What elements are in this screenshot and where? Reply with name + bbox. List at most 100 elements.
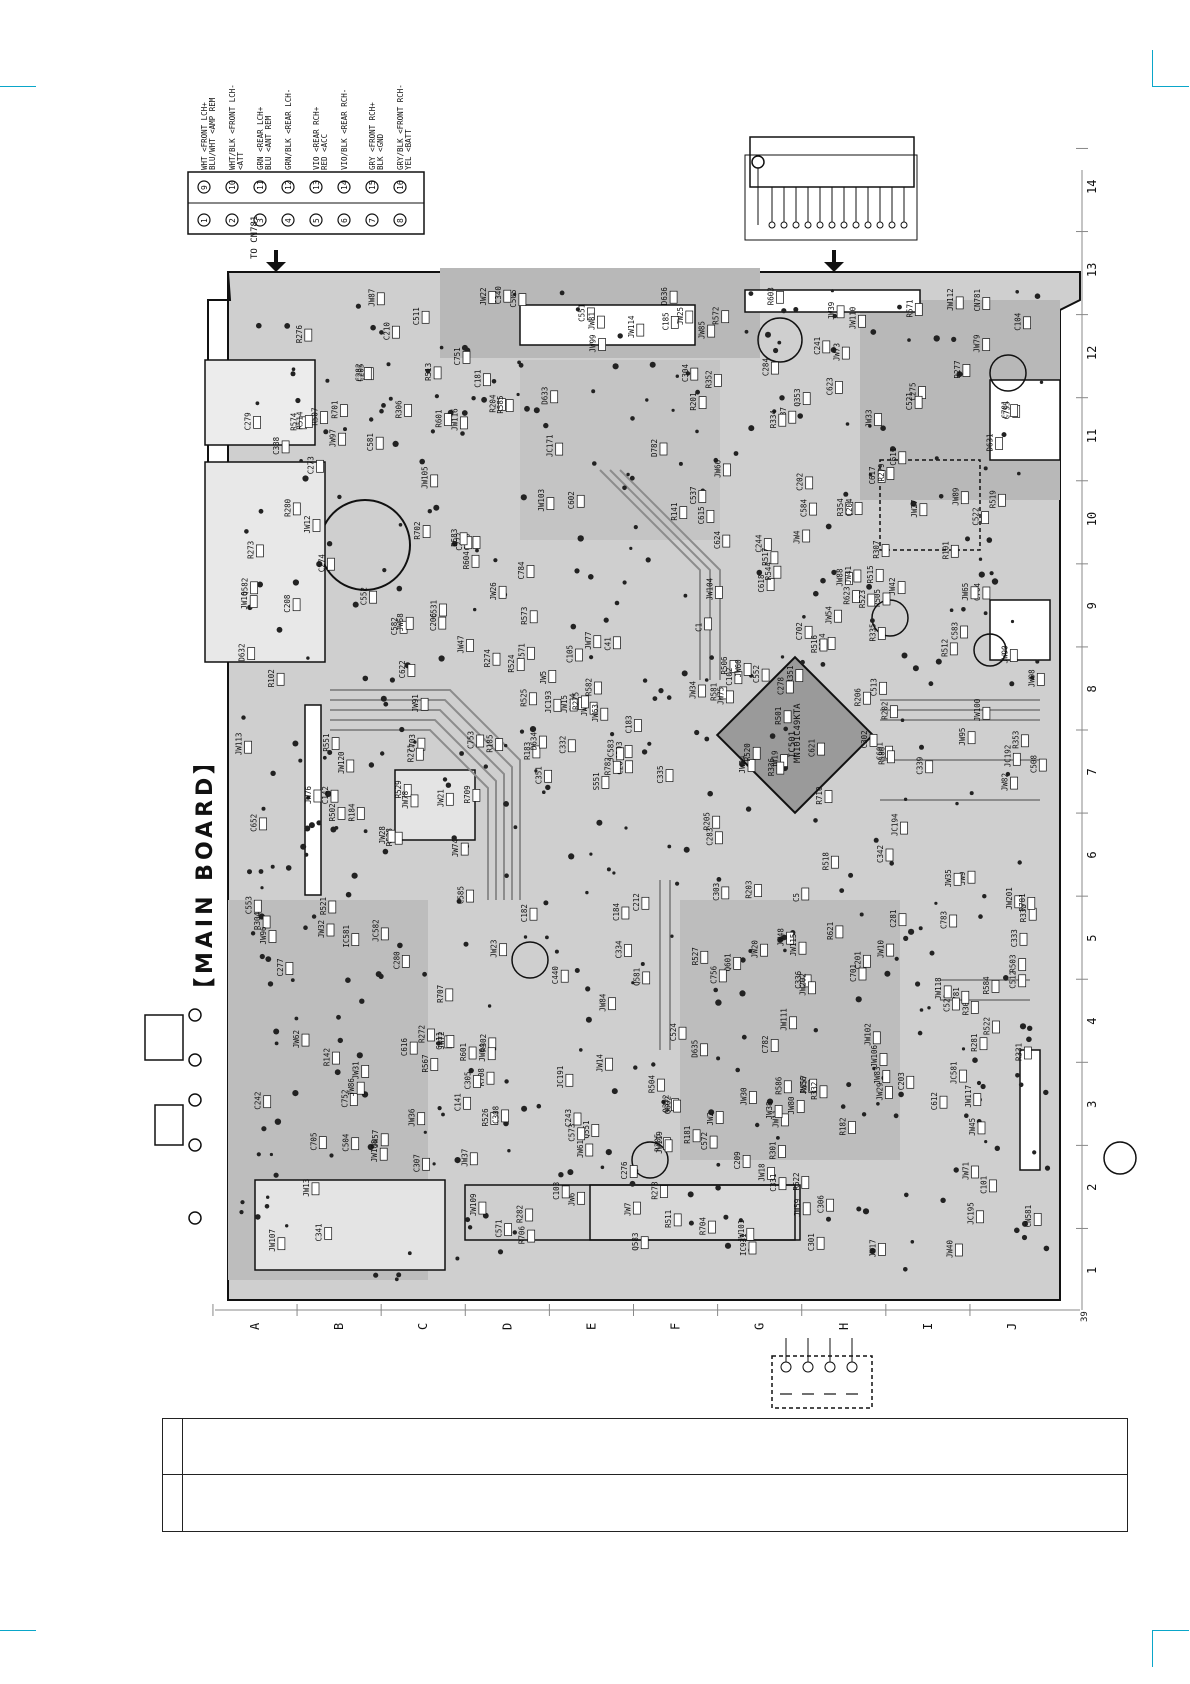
solder-pad [380, 751, 385, 756]
grid-row-label: 4 [1085, 1018, 1099, 1025]
component-body [1018, 974, 1027, 988]
connector-pin-signal: VIO <REAR RCH+ [312, 106, 321, 170]
component-label: C572 [700, 1132, 709, 1150]
solder-pad [491, 379, 497, 384]
component-label: C202 [796, 473, 805, 491]
solder-pad [755, 1122, 760, 1128]
solder-pad [642, 678, 648, 683]
component-body [591, 1124, 600, 1137]
solder-pad [956, 371, 963, 378]
component-body [438, 616, 447, 630]
component-body [715, 586, 723, 599]
component-body [567, 739, 576, 753]
solder-pad [861, 1112, 867, 1117]
page-number: 39 [1080, 1311, 1090, 1322]
component-label: C585 [457, 886, 466, 904]
component-body [445, 792, 454, 806]
component-body [486, 1071, 495, 1085]
solder-pad [264, 1204, 270, 1209]
component-label: R782 [603, 757, 612, 775]
component-label: C41 [603, 637, 612, 651]
component-body [415, 747, 424, 761]
component-label: R582 [585, 678, 594, 696]
component-body [979, 1037, 988, 1051]
solder-pad [741, 1034, 747, 1040]
grid-row-label: 1 [1085, 1267, 1099, 1274]
component-body [407, 664, 416, 677]
component-label: JW17 [868, 1239, 877, 1257]
solder-pad [868, 473, 873, 477]
solder-pad [685, 371, 691, 376]
component-body [874, 413, 882, 426]
solder-pad [520, 494, 527, 501]
solder-pad [713, 987, 718, 993]
solder-pad [270, 770, 276, 776]
component-label: JW23 [490, 940, 499, 958]
solder-pad [641, 749, 648, 755]
component-body [709, 1135, 718, 1149]
solder-pad [890, 446, 896, 452]
ic-pin [768, 221, 776, 229]
component-label: R506 [720, 656, 729, 675]
component-body [885, 1086, 893, 1099]
solder-pad [889, 861, 894, 866]
component-label: C784 [517, 561, 526, 580]
component-body [392, 325, 400, 339]
solder-pad [327, 750, 333, 755]
solder-pad [716, 877, 722, 882]
component-label: JW9 [958, 872, 967, 886]
grid-col-label: A [248, 1322, 262, 1330]
component-label: C278 [776, 676, 785, 695]
component-body [597, 315, 605, 329]
component-label: R512 [940, 639, 949, 657]
solder-pad [471, 396, 476, 401]
solder-pad [982, 894, 987, 899]
component-label: R521 [319, 897, 328, 915]
component-label: R708 [477, 1068, 486, 1087]
component-label: R527 [691, 947, 700, 965]
component-body [952, 997, 960, 1011]
component-label: R336 [767, 758, 776, 777]
component-label: JW102 [863, 1023, 872, 1046]
solder-pad [394, 1277, 399, 1282]
component-label: R352 [704, 370, 713, 388]
component-body [459, 532, 468, 546]
component-label: C781 [1001, 401, 1010, 419]
solder-pad [463, 941, 469, 947]
solder-pad [554, 949, 559, 954]
component-label: JW111 [780, 1008, 789, 1031]
solder-pad [368, 762, 375, 768]
solder-pad [744, 329, 749, 334]
component-label: R529 [394, 780, 403, 798]
grid-col-label: H [837, 1323, 851, 1330]
component-body [879, 681, 887, 695]
component-body [338, 432, 346, 446]
component-label: JW107 [268, 1229, 277, 1252]
grid-row-label: 7 [1085, 768, 1099, 775]
solder-pad [398, 523, 403, 527]
component-body [498, 398, 506, 411]
component-body [808, 981, 816, 995]
component-label: C201 [854, 951, 863, 969]
component-body [783, 1080, 792, 1094]
solder-pad [724, 1242, 732, 1249]
solder-pad [529, 726, 537, 733]
solder-pad [695, 389, 700, 395]
solder-pad [927, 1006, 931, 1010]
solder-pad [1003, 975, 1009, 981]
component-label: JW104 [705, 577, 714, 600]
component-label: JW72 [437, 1031, 446, 1049]
solder-pad [465, 1217, 471, 1223]
solder-pad [723, 1214, 729, 1220]
component-label: JW7 [623, 1203, 632, 1217]
board-title: 【MAIN BOARD】 [193, 748, 218, 1000]
component-body [848, 1121, 856, 1134]
component-label: R621 [826, 922, 835, 940]
solder-pad [740, 957, 746, 963]
connector-pin [393, 213, 407, 227]
component-body [721, 310, 730, 324]
component-body [657, 1078, 665, 1092]
solder-pad [316, 820, 322, 826]
component-body [1010, 404, 1018, 417]
solder-pad [254, 1214, 261, 1220]
